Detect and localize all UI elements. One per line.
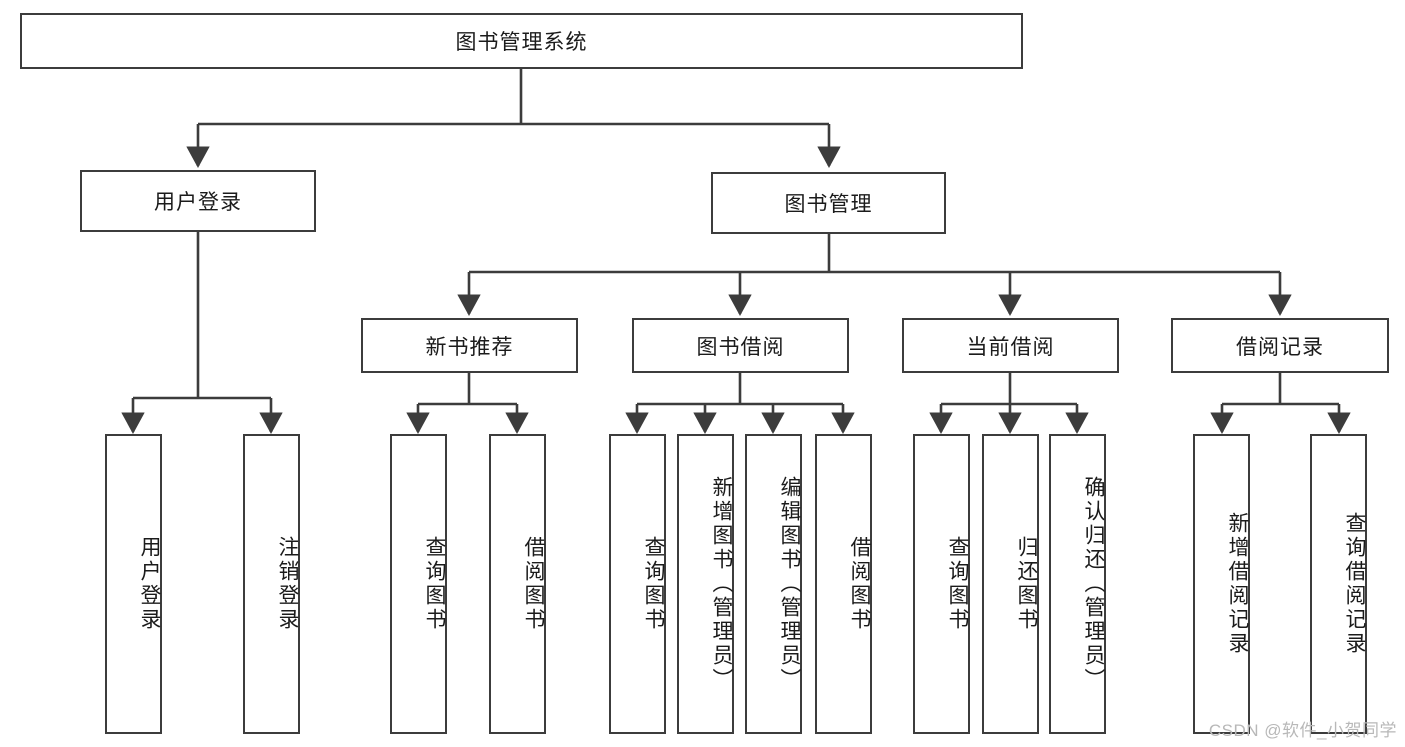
leaf-borrow-book-newbook[interactable]: 借阅图书 [489, 434, 546, 734]
leaf-query-book-newbook[interactable]: 查询图书 [390, 434, 447, 734]
leaf-query-book-current[interactable]: 查询图书 [913, 434, 970, 734]
node-new-book-recommend[interactable]: 新书推荐 [361, 318, 578, 373]
leaf-query-borrow-record[interactable]: 查询借阅记录 [1310, 434, 1367, 734]
node-user-login[interactable]: 用户登录 [80, 170, 316, 232]
node-book-management[interactable]: 图书管理 [711, 172, 946, 234]
leaf-add-book-admin[interactable]: 新增图书（管理员） [677, 434, 734, 734]
leaf-return-book[interactable]: 归还图书 [982, 434, 1039, 734]
leaf-query-book-borrow[interactable]: 查询图书 [609, 434, 666, 734]
node-current-borrow[interactable]: 当前借阅 [902, 318, 1119, 373]
leaf-borrow-book-action[interactable]: 借阅图书 [815, 434, 872, 734]
leaf-user-logout-action[interactable]: 注销登录 [243, 434, 300, 734]
node-root-system[interactable]: 图书管理系统 [20, 13, 1023, 69]
leaf-edit-book-admin[interactable]: 编辑图书（管理员） [745, 434, 802, 734]
csdn-watermark: CSDN @软件_小贺同学 [1208, 721, 1397, 740]
node-borrow-record[interactable]: 借阅记录 [1171, 318, 1389, 373]
leaf-user-login-action[interactable]: 用户登录 [105, 434, 162, 734]
leaf-add-borrow-record[interactable]: 新增借阅记录 [1193, 434, 1250, 734]
node-book-borrow[interactable]: 图书借阅 [632, 318, 849, 373]
leaf-confirm-return-admin[interactable]: 确认归还（管理员） [1049, 434, 1106, 734]
